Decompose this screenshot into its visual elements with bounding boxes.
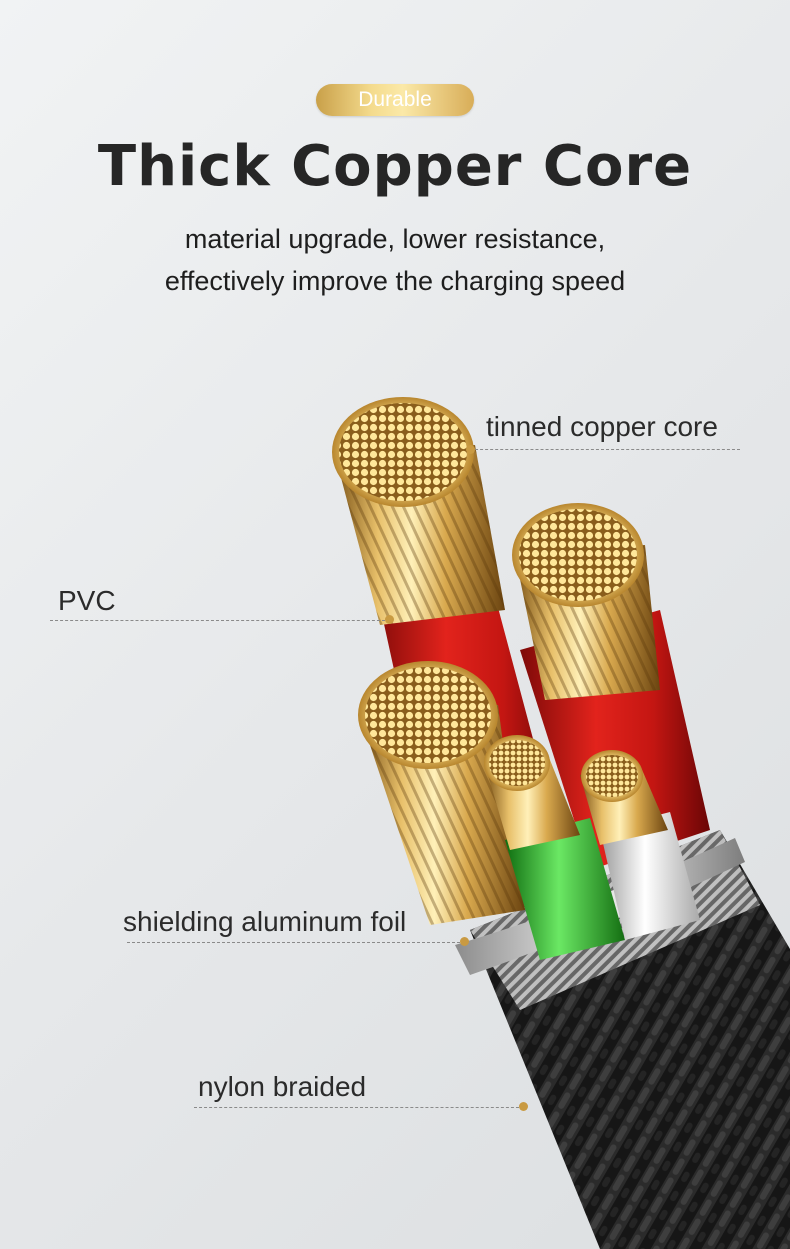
callout-core-leader xyxy=(470,449,740,450)
durable-badge: Durable xyxy=(316,84,474,116)
callout-core-dot xyxy=(466,445,475,454)
callout-foil-leader xyxy=(127,942,465,943)
page-title: Thick Copper Core xyxy=(97,134,693,199)
subtitle-line-2: effectively improve the charging speed xyxy=(164,266,626,296)
callout-tinned-copper-core: tinned copper core xyxy=(486,411,718,442)
callout-braid-dot xyxy=(519,1102,528,1111)
callout-pvc-leader xyxy=(50,620,390,621)
subtitle-line-1: material upgrade, lower resistance, xyxy=(184,224,606,254)
callout-braid-leader xyxy=(194,1107,524,1108)
callout-pvc-dot xyxy=(385,615,394,624)
callout-nylon-braided: nylon braided xyxy=(198,1071,367,1102)
callout-pvc: PVC xyxy=(58,585,116,616)
callout-foil-dot xyxy=(460,937,469,946)
callout-shielding-aluminum-foil: shielding aluminum foil xyxy=(123,906,407,937)
